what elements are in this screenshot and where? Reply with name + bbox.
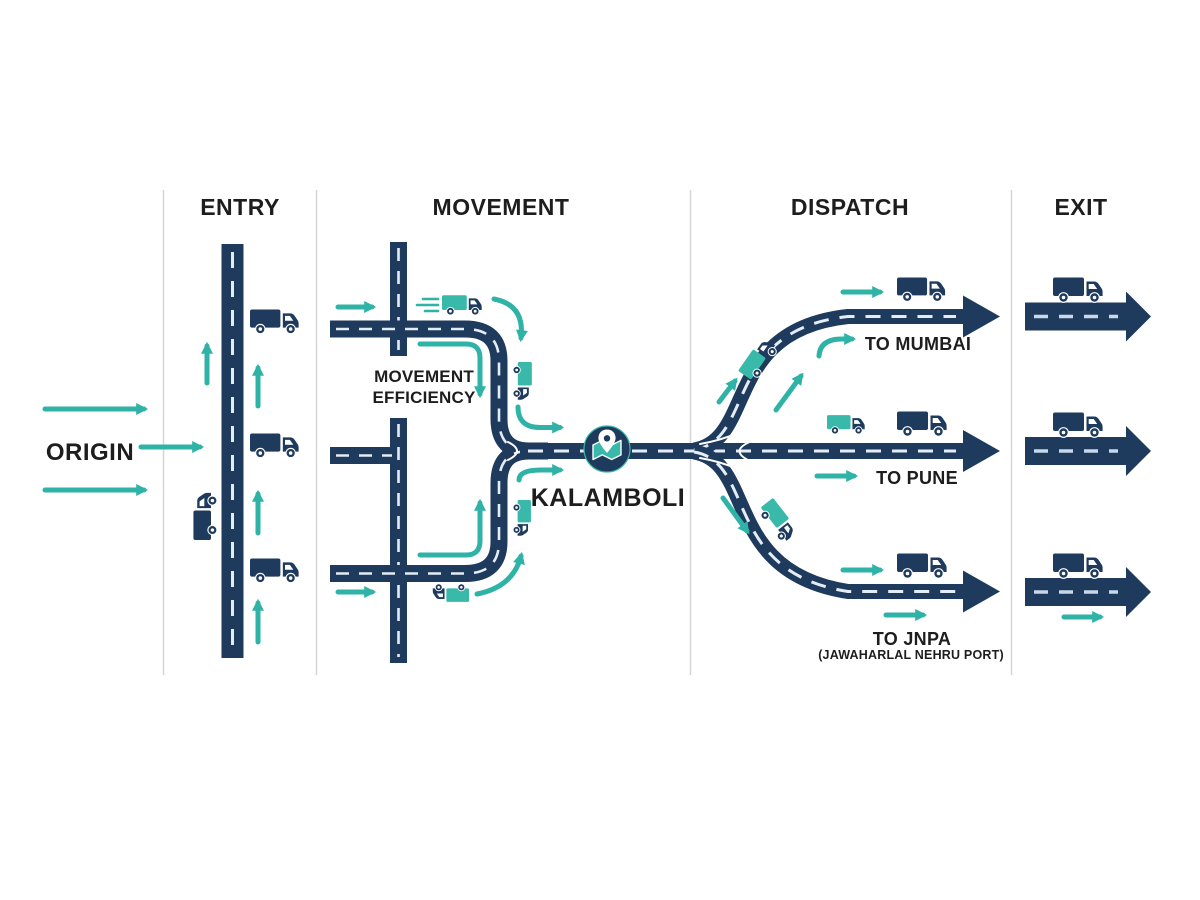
movement-efficiency-note: MOVEMENT EFFICIENCY [372, 366, 475, 408]
truck-icon [1052, 276, 1104, 303]
truck-icon [1052, 411, 1104, 438]
movement-section [330, 242, 548, 663]
truck-icon [512, 499, 532, 537]
truck-icon [249, 432, 300, 459]
road-arrow-icon [1025, 426, 1151, 476]
flow-arrow-icon [816, 333, 857, 359]
mumbai-branch-road-dashes [693, 315, 956, 452]
exit-road-head [1126, 291, 1151, 342]
truck-icon [896, 276, 946, 303]
truck-icon [441, 294, 483, 316]
truck-icon [249, 308, 300, 335]
column-dividers [162, 190, 1013, 675]
jnpa-road-arrowhead [963, 570, 1000, 613]
flow-arrow-icon [417, 341, 486, 399]
hub-label: KALAMBOLI [530, 484, 686, 512]
exit-section [1025, 291, 1151, 617]
flow-arrow-icon [491, 296, 528, 343]
section-header-dispatch: DISPATCH [790, 194, 910, 220]
fork-chevron-mark [738, 440, 753, 463]
fork-lane-mark-lower [699, 457, 767, 491]
jnpa-branch-road-dashes [693, 450, 956, 593]
destination-jnpa-sublabel: (JAWAHARLAL NEHRU PORT) [818, 648, 1004, 662]
pune-road-arrowhead [963, 430, 1000, 472]
flow-arrow-icon [417, 498, 486, 558]
movement-efficiency-line1: MOVEMENT [374, 367, 474, 386]
flow-arrow-icon [515, 404, 565, 434]
fork-lane-mark-upper [699, 411, 767, 445]
origin-label: ORIGIN [45, 439, 135, 466]
truck-icon [896, 410, 948, 437]
truck-icon [896, 552, 948, 579]
speed-lines [415, 297, 440, 313]
exit-road-head [1126, 426, 1151, 476]
section-header-entry: ENTRY [200, 194, 280, 220]
section-header-movement: MOVEMENT [432, 194, 570, 220]
section-header-exit: EXIT [1054, 194, 1108, 220]
trucks [192, 276, 1104, 603]
flow-arrow-icon [773, 372, 804, 413]
truck-icon [512, 361, 533, 401]
destination-mumbai-label: TO MUMBAI [864, 334, 972, 354]
flow-arrows [42, 286, 1105, 645]
merge-chevron-mark [507, 441, 518, 461]
flow-arrow-icon [716, 377, 738, 405]
map-pin-icon [592, 429, 622, 461]
flow-arrow-icon [516, 464, 565, 483]
mumbai-road-arrowhead [963, 295, 1000, 338]
truck-icon [249, 557, 300, 584]
destination-jnpa-label: TO JNPA [872, 629, 952, 649]
flow-arrow-icon [474, 551, 525, 597]
truck-icon [432, 583, 470, 603]
flow-arrow-icon [720, 495, 750, 535]
movement-efficiency-line2: EFFICIENCY [372, 388, 476, 407]
road-arrow-icon [1025, 567, 1151, 617]
exit-road-head [1126, 567, 1151, 617]
road-arrow-icon [1025, 291, 1151, 342]
truck-icon [826, 414, 866, 435]
truck-icon [192, 492, 218, 541]
dispatch-section [520, 295, 1000, 613]
truck-icon [1052, 552, 1104, 579]
kalamboli-hub [583, 425, 631, 473]
destination-pune-label: TO PUNE [876, 468, 958, 488]
